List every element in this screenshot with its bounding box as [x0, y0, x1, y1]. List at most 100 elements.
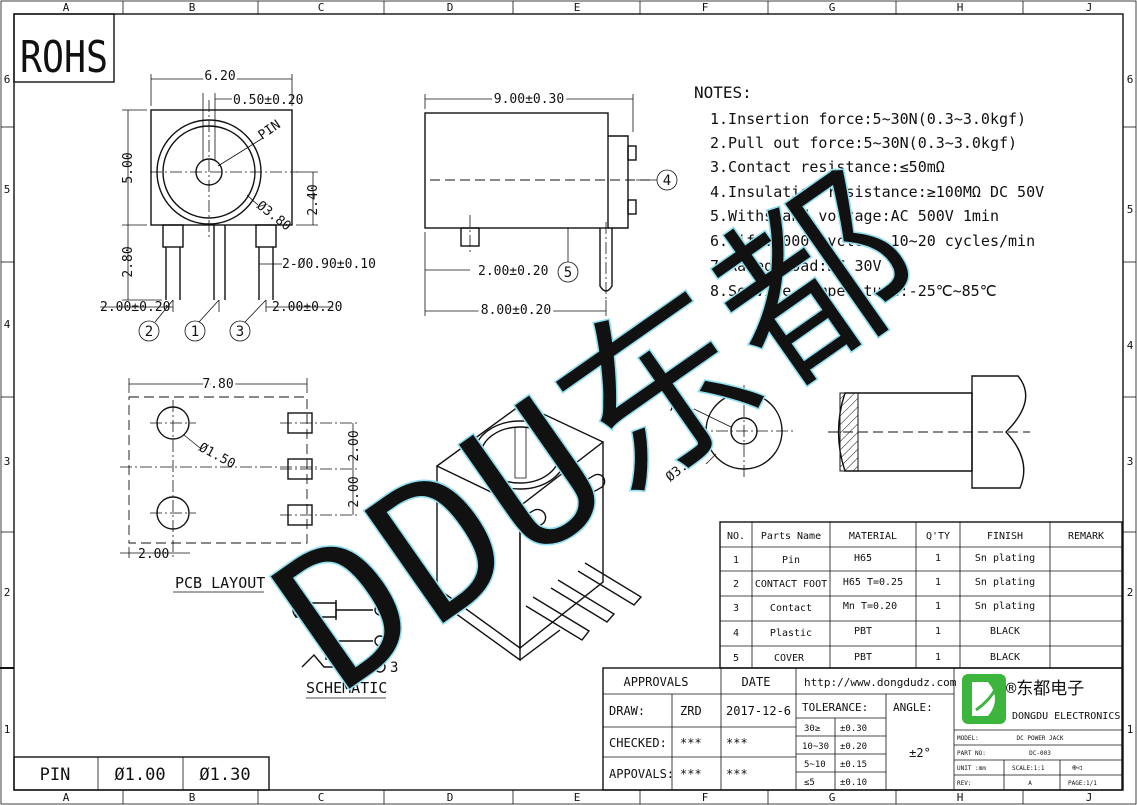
dim-side-length: 9.00±0.30 [494, 92, 564, 107]
tol-value: ±0.20 [840, 742, 867, 752]
bom-cell: PBT [854, 626, 872, 637]
dim-pcb-pitch: 2.00 [347, 430, 362, 461]
callout-3: 3 [236, 324, 244, 340]
dim-lead-dia: 2-Ø0.90±0.10 [282, 257, 376, 272]
bom-header: NO. [727, 531, 745, 542]
row-label: 6 [1127, 73, 1134, 86]
callout-4: 4 [663, 173, 671, 189]
note-item: 5.Withstand voltage:AC 500V 1min [710, 207, 999, 225]
bom-cell: H65 T=0.25 [843, 577, 903, 588]
pcb-layout-title: PCB LAYOUT [175, 574, 265, 592]
tol-range: 30≥ [804, 724, 821, 734]
side-view: 9.00±0.30 9.00±0.30 4 5 2.00±0.20 8.00±0… [424, 89, 678, 321]
unit-label: UNIT :mm [957, 765, 986, 772]
col-label: F [702, 1, 709, 14]
grid-labels-bottom: A B C D E F G H J [63, 790, 1093, 804]
tol-value: ±0.30 [840, 724, 867, 734]
bom-cell: BLACK [990, 652, 1020, 663]
col-label: A [63, 791, 70, 804]
bom-cell: PBT [854, 652, 872, 663]
note-item: 4.Insulation resistance:≥100MΩ DC 50V [710, 183, 1044, 201]
bom-header: Q'TY [926, 531, 950, 542]
note-item: 3.Contact resistance:≤50mΩ [710, 158, 945, 176]
tol-value: ±0.10 [840, 778, 867, 788]
bom-cell: H65 [854, 553, 872, 564]
row-label: 4 [4, 318, 11, 331]
col-label: G [829, 791, 836, 804]
note-item: 7.Rated load:DC 30V 1A [710, 257, 909, 275]
row-label: 2 [4, 586, 11, 599]
pin-table-d1: Ø1.00 [114, 765, 165, 785]
col-label: J [1086, 1, 1093, 14]
bom-cell: Pin [782, 555, 800, 566]
dim-center: 2.40 [306, 184, 321, 215]
bom-cell: Plastic [770, 628, 812, 639]
rev-value: A [1028, 780, 1032, 787]
dim-lead-offset: 2.00±0.20 [478, 264, 548, 279]
angle-value: ±2° [909, 746, 931, 760]
draw-date: 2017-12-6 [726, 704, 791, 718]
projection-symbol: ⊕◁ [1072, 763, 1082, 772]
bom-cell: Contact [770, 603, 812, 614]
col-label: H [957, 791, 964, 804]
pcb-width-mask: 7.80 [202, 377, 233, 392]
bom-cell: 1 [935, 577, 941, 588]
bom-cell: CONTACT FOOT [755, 579, 827, 590]
col-label: B [189, 791, 196, 804]
tol-range: 10~30 [802, 742, 829, 752]
plug-side-view [828, 375, 1030, 489]
col-label: A [63, 1, 70, 14]
draw-label: DRAW: [609, 704, 645, 718]
col-label: C [318, 1, 325, 14]
grid-labels-top: A B C D E F G H J [63, 1, 1093, 14]
bom-header: FINISH [987, 531, 1023, 542]
schematic-pin-2: 2 [390, 634, 398, 650]
tol-range: ≤5 [804, 778, 815, 788]
col-label: D [447, 1, 454, 14]
col-label: J [1086, 791, 1093, 804]
appovals-date: *** [726, 767, 748, 781]
row-label: 6 [4, 73, 11, 86]
note-item: 1.Insertion force:5~30N(0.3~3.0kgf) [710, 110, 1026, 128]
iso-leads [525, 562, 643, 641]
bom-header: REMARK [1068, 531, 1104, 542]
bom-cell: 1 [935, 652, 941, 663]
callout-2: 2 [145, 324, 153, 340]
bom-header: MATERIAL [849, 531, 897, 542]
tol-value: ±0.15 [840, 760, 867, 770]
pin-label: PIN [256, 118, 284, 144]
bom-table: NO. Parts Name MATERIAL Q'TY FINISH REMA… [719, 521, 1123, 669]
bom-cell: 1 [935, 553, 941, 564]
bom-cell: 3 [733, 603, 739, 614]
col-label: C [318, 791, 325, 804]
row-label: 5 [1127, 203, 1134, 216]
company-url: http://www.dongdudz.com [804, 676, 957, 689]
note-item: 2.Pull out force:5~30N(0.3~3.0kgf) [710, 134, 1017, 152]
title-block: APPROVALS DATE http://www.dongdudz.com D… [602, 667, 1123, 791]
model-value: DC POWER JACK [1017, 735, 1064, 742]
dim-pitch-left: 2.00±0.20 [100, 300, 170, 315]
callout-1: 1 [191, 324, 199, 340]
row-label: 3 [4, 455, 11, 468]
schematic-pin-1: 1 [390, 603, 398, 619]
front-view: 6.20 6.20 0.50±0.20 5.00 2.80 2.40 PIN Ø… [100, 67, 376, 342]
col-label: B [189, 1, 196, 14]
bom-cell: 1 [733, 555, 739, 566]
part-value: DC-003 [1029, 750, 1051, 757]
col-label: E [574, 791, 581, 804]
notes: NOTES: 1.Insertion force:5~30N(0.3~3.0kg… [694, 83, 1044, 300]
rev-label: REV: [957, 780, 971, 787]
model-label: MODEL: [957, 735, 979, 742]
bom-cell: Mn T=0.20 [843, 601, 897, 612]
tol-range: 5~10 [804, 760, 826, 770]
checked-by: *** [680, 736, 702, 750]
width-mask: 6.20 [204, 69, 235, 84]
length-mask: 9.00±0.30 [494, 92, 564, 107]
col-label: G [829, 1, 836, 14]
span-mask: 8.00±0.20 [481, 303, 551, 318]
checked-date: *** [726, 736, 748, 750]
col-label: D [447, 791, 454, 804]
dim-lead-length: 2.80 [121, 246, 136, 277]
